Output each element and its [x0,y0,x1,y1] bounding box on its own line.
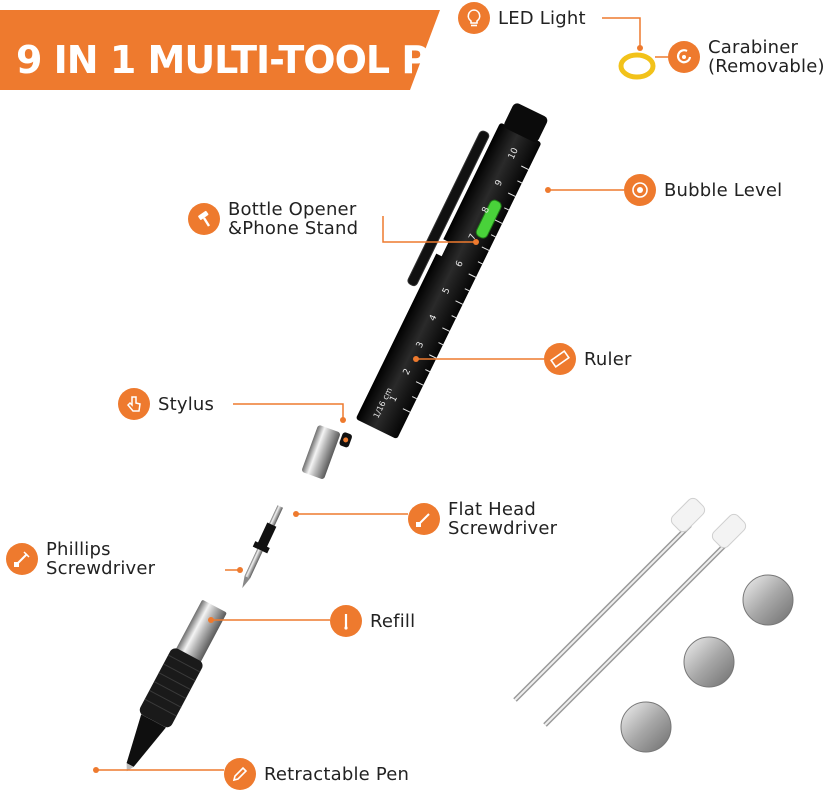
ruler-number: 4 [428,313,440,323]
carabiner-ring [618,52,656,80]
ruler-number: 10 [507,146,521,161]
feature-label: Carabiner(Removable) [708,37,825,77]
ruler-number: 5 [441,286,453,296]
level-icon [624,174,656,206]
hammer-icon [188,203,220,235]
feature-label: LED Light [498,7,586,29]
feature-label: Retractable Pen [264,763,410,785]
bubble-level-vial [475,199,502,239]
callout-stylus: Stylus [118,388,214,420]
ruler-number: 9 [494,178,506,188]
retractable-pen [126,600,227,772]
leader-lines [96,17,668,771]
ruler-number: 7 [467,232,479,242]
callout-led-light: LED Light [458,2,586,34]
ruler-number: 6 [454,259,466,269]
refill-2 [543,513,747,727]
feature-label: Bottle Opener&Phone Stand [228,199,359,239]
callout-bubble-level: Bubble Level [624,174,782,206]
ruler-number: 8 [481,205,493,215]
hand-pointer-icon [118,388,150,420]
title-banner: 9 IN 1 MULTI-TOOL PEN [0,10,485,90]
carabiner-icon [668,41,700,73]
ruler-number: 2 [402,367,414,377]
refill-icon [330,605,362,637]
banner-title: 9 IN 1 MULTI-TOOL PEN [16,38,485,82]
callout-bottle-opener: Bottle Opener&Phone Stand [188,200,358,238]
battery-2 [683,636,735,688]
stylus-cap [302,425,352,479]
title-banner-shape [0,10,440,90]
refill-1 [513,497,706,702]
callout-refill: Refill [330,605,415,637]
phillips-screwdriver-icon [6,543,38,575]
phillips-bit [242,505,284,589]
ruler-number: 1 [389,394,401,404]
feature-label: Bubble Level [664,179,783,201]
ruler-number: 3 [415,340,427,350]
feature-label: Refill [370,610,416,632]
callout-retractable-pen: Retractable Pen [224,758,409,790]
battery-1 [742,574,794,626]
feature-label: Stylus [158,393,215,415]
pencil-icon [224,758,256,790]
ruler-icon [544,343,576,375]
feature-label: Ruler [584,348,632,370]
battery-3 [620,701,672,753]
flat-screwdriver-icon [408,503,440,535]
lightbulb-icon [458,2,490,34]
callout-carabiner: Carabiner(Removable) [668,38,825,76]
callout-ruler: Ruler [544,343,632,375]
